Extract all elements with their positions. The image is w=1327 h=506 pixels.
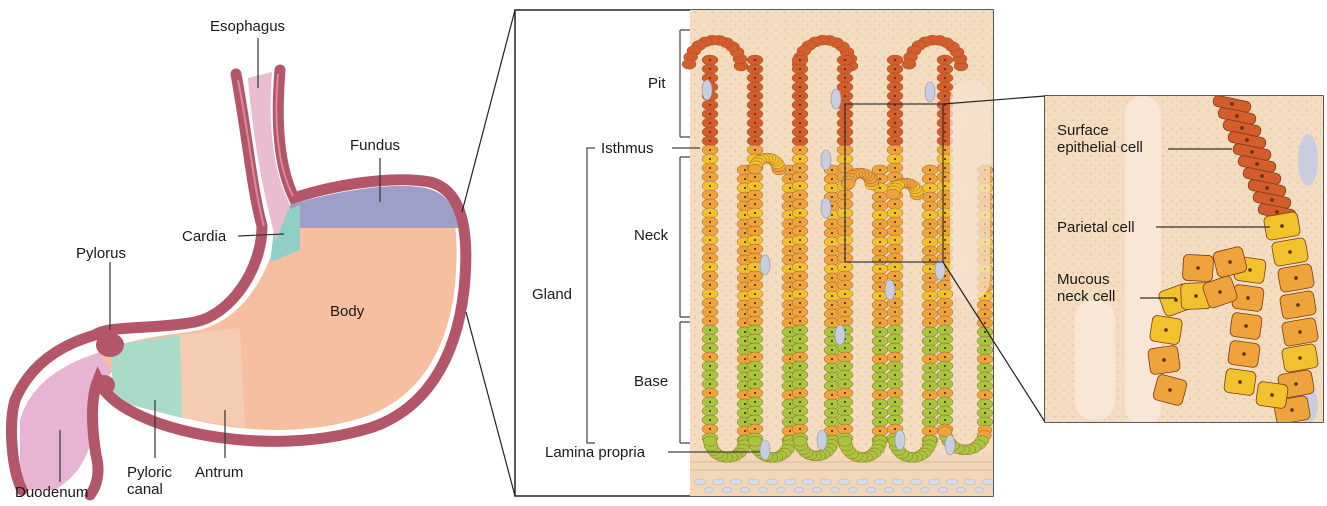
label-cardia: Cardia [182, 228, 226, 245]
label-duodenum: Duodenum [15, 484, 88, 501]
stomach-illustration [11, 70, 465, 495]
label-pylorus: Pylorus [76, 245, 126, 262]
gland-panel [682, 10, 1002, 496]
label-neck: Neck [634, 227, 668, 244]
label-antrum: Antrum [195, 464, 243, 481]
label-pit: Pit [648, 75, 666, 92]
label-isthmus: Isthmus [601, 140, 654, 157]
label-lamina-propria: Lamina propria [545, 444, 645, 461]
label-surface-epithelial-cell: Surface epithelial cell [1057, 122, 1143, 156]
label-base: Base [634, 373, 668, 390]
label-fundus: Fundus [350, 137, 400, 154]
pyloric-sphincter [96, 333, 124, 357]
zoom-connector-top [462, 10, 515, 212]
antrum-region [180, 328, 245, 428]
label-mucous-neck-cell: Mucous neck cell [1057, 271, 1115, 305]
label-esophagus: Esophagus [210, 18, 285, 35]
zoom-connector-bottom [466, 312, 515, 496]
label-parietal-cell: Parietal cell [1057, 219, 1135, 236]
label-body: Body [330, 303, 364, 320]
label-pyloric-canal: Pyloric canal [127, 464, 172, 498]
label-gland: Gland [532, 286, 572, 303]
